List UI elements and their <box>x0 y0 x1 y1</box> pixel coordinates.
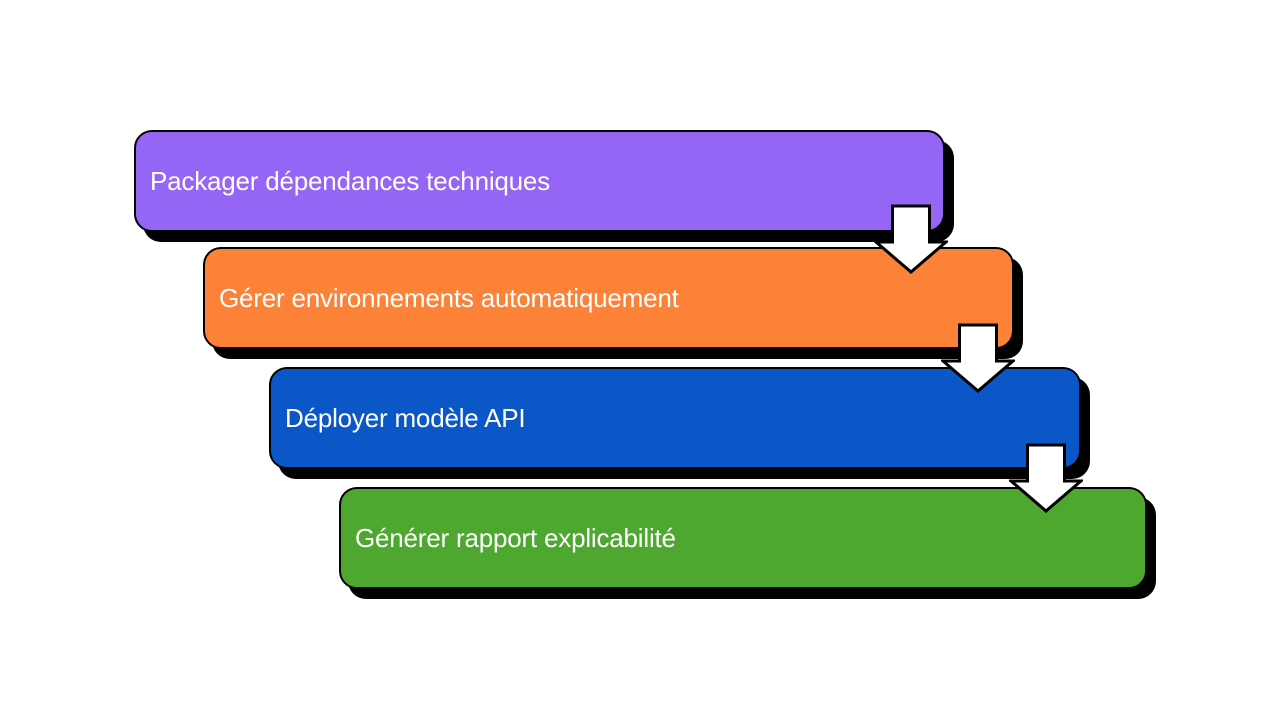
step-box-4: Générer rapport explicabilité <box>339 487 1147 589</box>
step-label: Générer rapport explicabilité <box>355 522 676 553</box>
down-arrow-icon <box>941 323 1015 393</box>
down-arrow-icon <box>1009 443 1083 513</box>
step-label: Déployer modèle API <box>285 402 526 433</box>
step-label: Gérer environnements automatiquement <box>219 282 679 313</box>
step-box-3: Déployer modèle API <box>269 367 1081 469</box>
step-box-1: Packager dépendances techniques <box>134 130 945 232</box>
down-arrow-icon <box>874 204 948 274</box>
step-box-2: Gérer environnements automatiquement <box>203 247 1014 349</box>
step-label: Packager dépendances techniques <box>150 165 550 196</box>
